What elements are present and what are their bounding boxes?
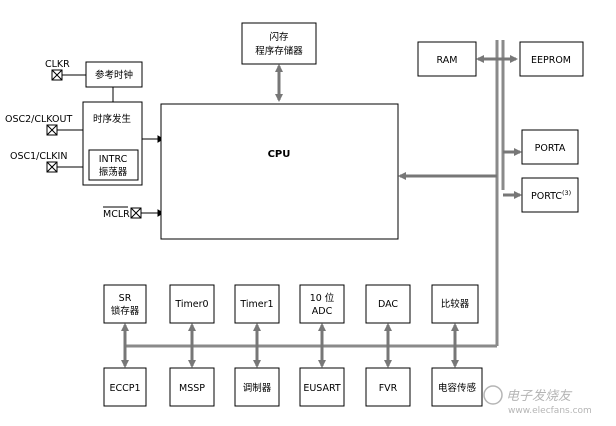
cap-sense-box <box>431 367 483 407</box>
flash-label-1: 闪存 <box>269 31 289 43</box>
portc-text: PORTC(3) <box>531 189 571 202</box>
eccp1-box <box>103 367 147 407</box>
intrc-box <box>88 149 139 181</box>
watermark-text: 电子发烧友 <box>506 389 573 404</box>
timer1-box <box>234 284 280 324</box>
adc-label-2: ADC <box>312 306 333 317</box>
portc-box <box>521 177 579 213</box>
bus-lines <box>125 40 505 348</box>
osc1-label: OSC1/CLKIN <box>10 151 67 162</box>
flash-label-2: 程序存储器 <box>255 45 303 57</box>
mclr-pin-group: MCLR <box>103 206 142 220</box>
porta-box <box>521 129 579 165</box>
mclr-pin-x-icon <box>130 207 142 219</box>
fvr-box <box>365 367 411 407</box>
reference-clock-label: 参考时钟 <box>95 69 133 81</box>
cpu-box <box>160 103 399 240</box>
watermark-url: www.elecfans.com <box>508 406 592 416</box>
bus-arrows <box>121 55 522 368</box>
osc1-pin-x-icon <box>46 161 58 173</box>
timer0-box <box>169 284 215 324</box>
sr-latch-label-2: 锁存器 <box>111 305 140 317</box>
watermark: 电子发烧友 www.elecfans.com <box>483 385 592 416</box>
mclr-label: MCLR <box>103 209 130 220</box>
dac-label: DAC <box>378 299 398 310</box>
sr-latch-box <box>103 284 147 324</box>
comparator-label: 比较器 <box>441 298 470 310</box>
clkr-pin-x-icon <box>51 69 63 81</box>
eccp1-label: ECCP1 <box>109 383 140 394</box>
clkr-label: CLKR <box>45 59 70 70</box>
eusart-label: EUSART <box>303 383 341 394</box>
eeprom-box <box>519 41 584 77</box>
clock-section: CLKR OSC2/CLKOUT OSC1/CLKIN 参考时钟 时序发生 IN… <box>5 59 143 186</box>
adc-label-1: 10 位 <box>310 292 335 304</box>
dac-box <box>365 284 411 324</box>
sr-latch-label-1: SR <box>119 293 132 304</box>
portc-label: PORTC <box>531 191 562 202</box>
fvr-label: FVR <box>379 383 398 394</box>
adc-box <box>299 284 345 324</box>
ram-box <box>417 41 477 77</box>
osc2-pin-x-icon <box>46 124 58 136</box>
modulator-label: 调制器 <box>243 382 272 394</box>
ram-label: RAM <box>437 55 458 66</box>
porta-label: PORTA <box>535 143 566 154</box>
cpu-label: CPU <box>268 149 291 160</box>
osc2-label: OSC2/CLKOUT <box>5 114 72 125</box>
cap-sense-label: 电容传感 <box>438 382 477 394</box>
peripherals-top-row: SR 锁存器 Timer0 Timer1 10 位 ADC DAC 比较器 <box>103 284 479 324</box>
watermark-logo-icon <box>483 385 503 405</box>
eusart-box <box>299 367 345 407</box>
portc-footnote: (3) <box>562 189 571 197</box>
mssp-label: MSSP <box>179 383 205 394</box>
timer1-label: Timer1 <box>239 299 273 310</box>
mssp-box <box>169 367 215 407</box>
timer0-label: Timer0 <box>174 299 208 310</box>
comparator-box <box>431 284 479 324</box>
flash-memory-box <box>241 22 317 65</box>
peripherals-bottom-row: ECCP1 MSSP 调制器 EUSART FVR 电容传感 <box>103 367 483 407</box>
intrc-label-1: INTRC <box>99 154 128 165</box>
timing-generator-label: 时序发生 <box>93 113 132 125</box>
reference-clock-box <box>85 61 143 88</box>
eeprom-label: EEPROM <box>531 55 571 66</box>
modulator-box <box>234 367 280 407</box>
intrc-label-2: 振荡器 <box>99 166 128 178</box>
